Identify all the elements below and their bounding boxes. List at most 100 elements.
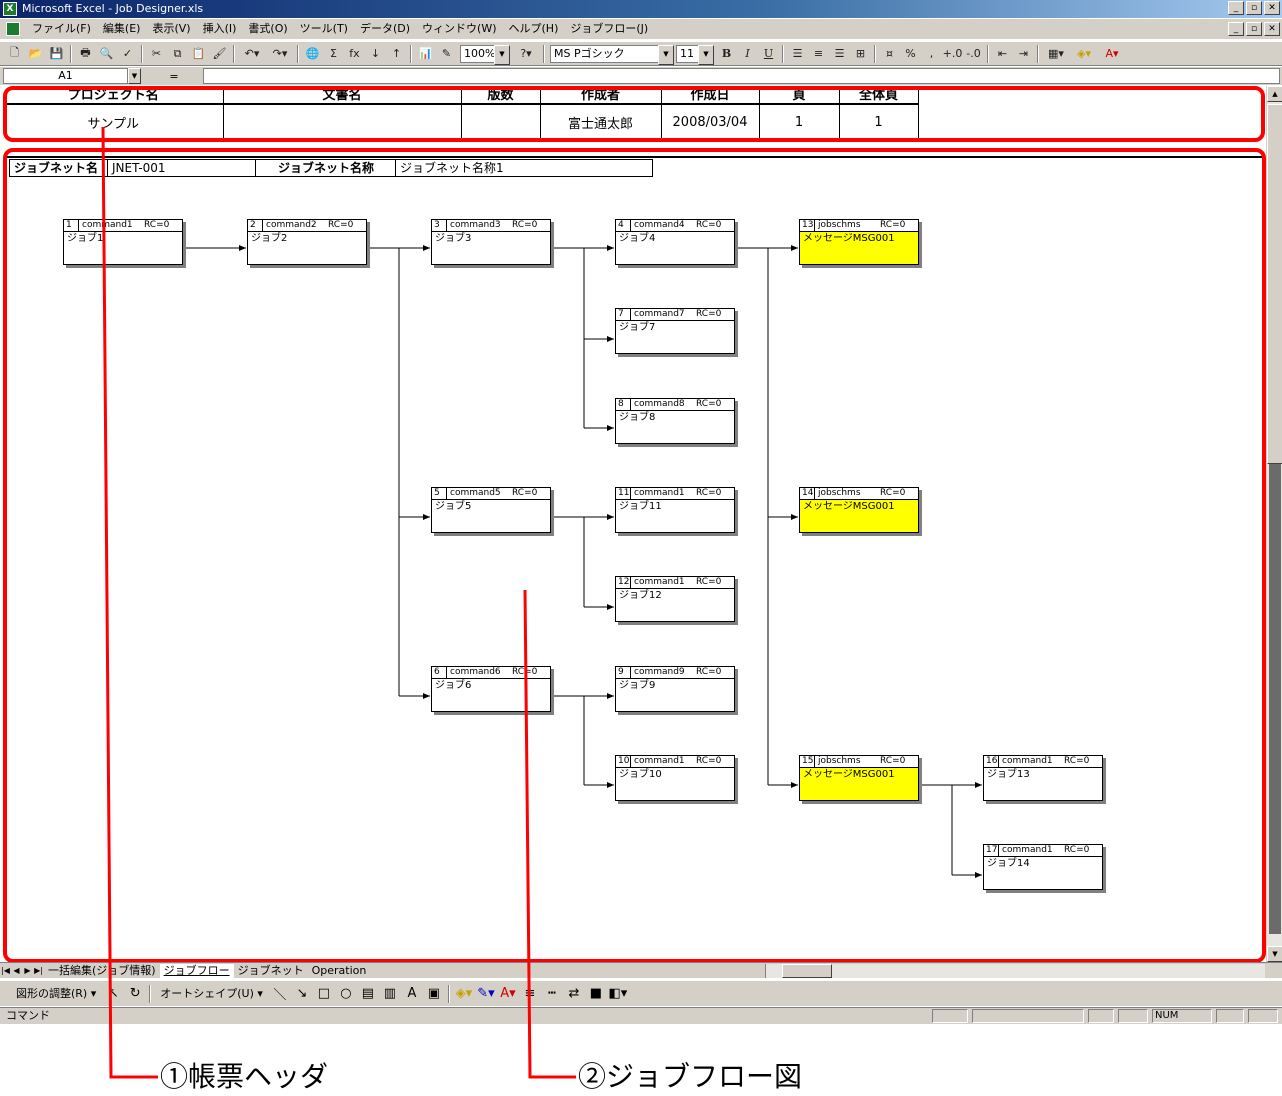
header-val-date[interactable]: 2008/03/04: [661, 104, 760, 140]
next-sheet-icon[interactable]: ▶: [24, 965, 31, 975]
header-val-page[interactable]: 1: [759, 104, 840, 140]
restore-button[interactable]: ▫: [1246, 1, 1262, 15]
menu-jobflow[interactable]: ジョブフロー(J): [570, 22, 649, 35]
spellcheck-icon[interactable]: ✓: [122, 47, 133, 60]
menu-format[interactable]: 書式(O): [248, 22, 288, 35]
paste-icon[interactable]: 📋: [191, 47, 206, 60]
sort-descending-icon[interactable]: ↑: [391, 47, 402, 60]
line-color-tool-icon[interactable]: ✎▾: [477, 986, 495, 1001]
font-size-combo[interactable]: 11: [676, 44, 714, 65]
menu-data[interactable]: データ(D): [359, 22, 411, 35]
tab-bulk-edit[interactable]: 一括編集(ジョブ情報): [48, 963, 156, 977]
menu-tools[interactable]: ツール(T): [299, 22, 348, 35]
zoom-combo[interactable]: 100%: [460, 44, 510, 65]
chart-wizard-icon[interactable]: 📊: [418, 47, 433, 60]
horizontal-scrollbar[interactable]: [765, 964, 1265, 978]
format-painter-icon[interactable]: 🖌: [212, 47, 227, 60]
cut-icon[interactable]: ✂: [151, 47, 162, 60]
font-color-tool-icon[interactable]: A▾: [500, 986, 516, 1001]
workbook-icon[interactable]: [6, 22, 20, 36]
draw-adjust-menu[interactable]: 図形の調整(R) ▾: [16, 986, 97, 1000]
name-box[interactable]: A1: [3, 68, 128, 84]
textbox-tool-icon[interactable]: ▤: [361, 986, 375, 1001]
align-center-icon[interactable]: ≡: [813, 47, 824, 60]
decrease-decimal-icon[interactable]: -.0: [966, 47, 981, 60]
borders-icon[interactable]: ▦▾: [1048, 47, 1064, 60]
name-box-dropdown-icon[interactable]: ▼: [128, 68, 141, 84]
autosum-icon[interactable]: Σ: [330, 47, 337, 60]
prev-sheet-icon[interactable]: ◀: [13, 965, 20, 975]
tab-jobnet[interactable]: ジョブネット: [237, 963, 304, 977]
shadow-style-icon[interactable]: ■: [589, 986, 603, 1001]
menu-file[interactable]: ファイル(F): [32, 22, 91, 35]
new-file-icon[interactable]: 🗋: [10, 46, 19, 59]
function-icon[interactable]: fx: [349, 47, 360, 60]
hscroll-thumb[interactable]: [782, 964, 832, 978]
decrease-indent-icon[interactable]: ⇤: [997, 47, 1008, 60]
scroll-up-icon[interactable]: ▲: [1267, 86, 1282, 102]
percent-button[interactable]: %: [905, 47, 916, 60]
rectangle-tool-icon[interactable]: □: [317, 986, 331, 1001]
merge-center-icon[interactable]: ⊞: [855, 47, 866, 60]
fill-color-icon[interactable]: ◈▾: [1077, 47, 1091, 60]
font-name-combo[interactable]: MS Pゴシック: [550, 44, 674, 65]
vertical-scrollbar[interactable]: ▲ ▼: [1266, 86, 1282, 962]
menu-edit[interactable]: 編集(E): [102, 22, 141, 35]
fill-color-tool-icon[interactable]: ◈▾: [455, 986, 473, 1001]
menu-view[interactable]: 表示(V): [152, 22, 191, 35]
3d-style-icon[interactable]: ◧▾: [608, 986, 628, 1001]
header-val-total-pages[interactable]: 1: [839, 104, 919, 140]
scroll-down-icon[interactable]: ▼: [1267, 946, 1282, 962]
align-right-icon[interactable]: ☰: [834, 47, 845, 60]
font-color-icon[interactable]: A▾: [1105, 47, 1119, 60]
header-val-version[interactable]: [461, 104, 541, 140]
wordart-icon[interactable]: A: [407, 986, 417, 1001]
first-sheet-icon[interactable]: |◀: [1, 965, 10, 975]
save-icon[interactable]: 💾: [49, 47, 64, 60]
undo-icon[interactable]: ↶▾: [244, 47, 260, 60]
arrow-tool-icon[interactable]: ↘: [296, 986, 308, 1001]
italic-button[interactable]: I: [745, 47, 750, 60]
print-icon[interactable]: 🖶: [80, 46, 91, 59]
line-style-icon[interactable]: ≡: [524, 986, 536, 1001]
comma-button[interactable]: ,: [929, 47, 934, 60]
underline-button[interactable]: U: [763, 47, 774, 60]
formula-input[interactable]: [203, 68, 1280, 84]
sort-ascending-icon[interactable]: ↓: [370, 47, 381, 60]
close-button[interactable]: ✕: [1264, 1, 1280, 15]
formula-equals[interactable]: =: [169, 69, 179, 83]
doc-close-button[interactable]: ✕: [1264, 22, 1280, 36]
vertical-textbox-icon[interactable]: ▥: [383, 986, 397, 1001]
jobnet-title-value[interactable]: ジョブネット名称1: [400, 161, 504, 175]
free-rotate-icon[interactable]: ↻: [129, 986, 141, 1001]
increase-decimal-icon[interactable]: +.0: [942, 47, 963, 60]
bold-button[interactable]: B: [721, 47, 732, 60]
print-preview-icon[interactable]: 🔍: [99, 47, 114, 60]
open-folder-icon[interactable]: 📂: [28, 47, 43, 60]
help-icon[interactable]: ?▾: [520, 47, 532, 60]
arrow-style-icon[interactable]: ⇄: [568, 986, 580, 1001]
increase-indent-icon[interactable]: ⇥: [1018, 47, 1029, 60]
menu-help[interactable]: ヘルプ(H): [508, 22, 559, 35]
line-tool-icon[interactable]: ＼: [273, 988, 287, 1003]
insert-picture-icon[interactable]: ▣: [427, 986, 441, 1001]
menu-window[interactable]: ウィンドウ(W): [422, 22, 497, 35]
last-sheet-icon[interactable]: ▶|: [34, 965, 43, 975]
tab-operation[interactable]: Operation: [311, 963, 367, 977]
worksheet[interactable]: プロジェクト名 文書名 版数 作成者 作成日 頁 全体頁 サンプル 富士通太郎 …: [0, 86, 1266, 962]
doc-minimize-button[interactable]: _: [1228, 22, 1244, 36]
redo-icon[interactable]: ↷▾: [272, 47, 288, 60]
dash-style-icon[interactable]: ┅: [547, 986, 556, 1001]
